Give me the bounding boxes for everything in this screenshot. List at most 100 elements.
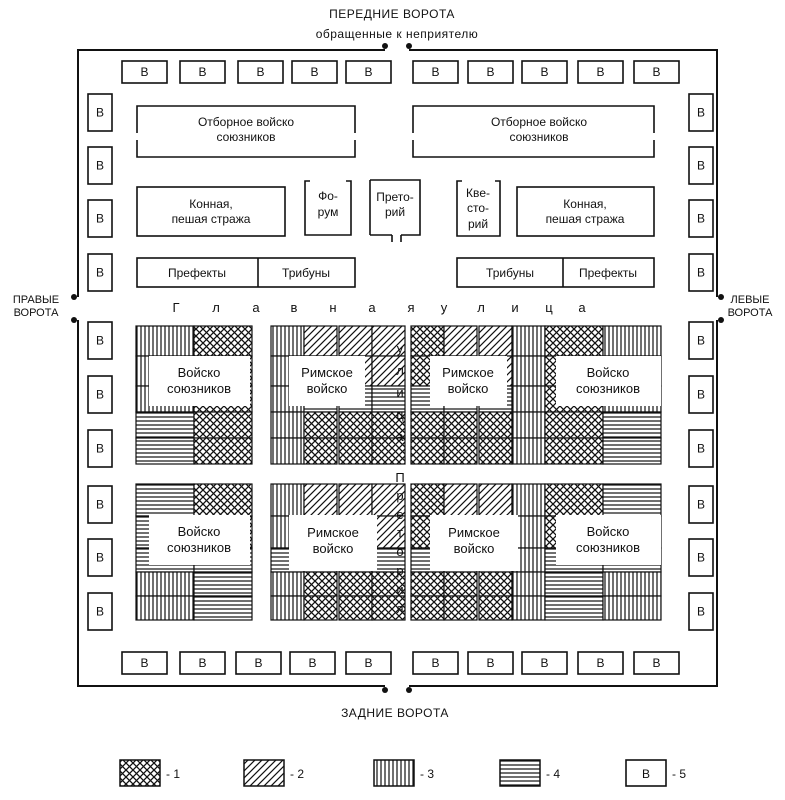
perimeter-block-letter: В: [431, 65, 439, 79]
troop-cell: [135, 411, 195, 439]
perimeter-block-letter: В: [697, 212, 705, 226]
perimeter-block-frame: [87, 321, 113, 360]
legend-label-1: - 1: [166, 767, 180, 781]
perimeter-block-letter: В: [364, 65, 372, 79]
perimeter-block: В: [87, 592, 113, 631]
perimeter-block-frame: [237, 60, 284, 84]
praetoria-letter: я: [396, 601, 403, 616]
troop-cell: [478, 325, 513, 357]
front-gate-subtitle: обращенные к неприятелю: [316, 27, 479, 41]
roman-lower-right-l2: войско: [454, 541, 495, 556]
troop-cell: [544, 411, 604, 439]
perimeter-block: В: [521, 60, 568, 84]
perimeter-block: В: [345, 60, 392, 84]
perimeter-block-letter: В: [140, 656, 148, 670]
troop-cell: [303, 411, 338, 439]
forum-line2: рум: [318, 205, 339, 219]
forum: Фо- рум: [304, 180, 352, 236]
legend-item-cross-hatch: - 1: [119, 759, 180, 787]
roman-lower-right-l1: Римское: [448, 525, 500, 540]
perimeter-block-frame: [688, 485, 714, 524]
troop-cell: [303, 571, 338, 597]
troop-cell: [443, 411, 478, 439]
allies-lower-right-l2: союзников: [576, 540, 640, 555]
roman-lower-left-l2: войско: [313, 541, 354, 556]
main-street-letter: а: [578, 300, 586, 315]
quaestorium: Квe- сто- рий: [456, 180, 501, 237]
troop-cell: [511, 571, 546, 597]
camp-wall: [71, 43, 724, 693]
main-street-letter: в: [291, 300, 298, 315]
troop-cell: [371, 595, 406, 621]
troop-cell: [338, 411, 373, 439]
perimeter-block: В: [467, 651, 514, 675]
troop-cell: [544, 595, 604, 621]
praetoria-letter: П: [395, 470, 404, 485]
troop-cell: [410, 483, 445, 517]
troop-cell: [270, 437, 305, 465]
perimeter-block: В: [688, 146, 714, 185]
perimeter-block-frame: [688, 429, 714, 468]
main-street-letter: л: [212, 300, 220, 315]
praetoria-letter: р: [396, 563, 403, 578]
perimeter-block-frame: [87, 146, 113, 185]
perimeter-block-frame: [87, 538, 113, 577]
praetoria-letter: и: [396, 385, 403, 400]
perimeter-block: В: [412, 60, 459, 84]
troop-cell: [544, 325, 604, 357]
perimeter-block-letter: В: [310, 65, 318, 79]
troop-cell: [410, 437, 445, 465]
perimeter-block-frame: [688, 375, 714, 414]
perimeter-block-letter: В: [697, 159, 705, 173]
troop-cell: [338, 571, 373, 597]
praetorium-line2: рий: [385, 205, 405, 219]
troop-cell: [193, 571, 253, 597]
quaestorium-line2: сто-: [467, 201, 489, 215]
perimeter-block-frame: [87, 592, 113, 631]
troop-cell: [338, 437, 373, 465]
perimeter-block: В: [87, 199, 113, 238]
guard-right: Конная, пешая стража: [516, 186, 655, 237]
perimeter-block-letter: В: [96, 442, 104, 456]
perimeter-block: В: [688, 429, 714, 468]
guard-left: Конная, пешая стража: [136, 186, 286, 237]
perimeter-block-frame: [688, 199, 714, 238]
perimeter-block-letter: В: [596, 65, 604, 79]
troop-cell: [270, 483, 305, 517]
perimeter-block-letter: В: [697, 266, 705, 280]
praetoria-letter: ц: [396, 407, 404, 422]
troop-cell: [478, 411, 513, 439]
perimeter-block-letter: В: [96, 106, 104, 120]
perimeter-block-letter: В: [140, 65, 148, 79]
troop-cell: [410, 411, 445, 439]
perimeter-block-letter: В: [697, 388, 705, 402]
perimeter-block-frame: [179, 60, 226, 84]
front-gate-title: ПЕРЕДНИЕ ВОРОТА: [329, 7, 455, 21]
perimeter-block-frame: [467, 60, 514, 84]
perimeter-block-letter: В: [254, 656, 262, 670]
troop-cell: [478, 483, 513, 517]
perimeter-block: В: [688, 321, 714, 360]
quaestorium-line1: Квe-: [466, 186, 490, 200]
perimeter-block-letter: В: [364, 656, 372, 670]
perimeter-block-letter: В: [198, 656, 206, 670]
perimeter-block-letter: В: [486, 65, 494, 79]
elite-allies-left: Отборное войско союзников: [136, 105, 356, 158]
elite-left-line2: союзников: [216, 130, 275, 144]
perimeter-block: В: [688, 93, 714, 132]
perimeter-block-frame: [577, 60, 624, 84]
troop-cell: [511, 483, 546, 517]
praetoria-letter: у: [397, 341, 404, 356]
guard-left-line1: Конная,: [189, 197, 232, 211]
perimeter-block: В: [688, 375, 714, 414]
right-gate-line2: ВОРОТА: [14, 307, 60, 319]
perimeter-block: В: [688, 253, 714, 292]
troop-cell: [193, 437, 253, 465]
troop-cell: [544, 571, 604, 597]
perimeter-block-letter: В: [697, 605, 705, 619]
troop-cell: [270, 571, 305, 597]
allies-upper-left-l2: союзников: [167, 381, 231, 396]
perimeter-block-frame: [688, 146, 714, 185]
praetorium: Прето- рий: [369, 179, 421, 242]
